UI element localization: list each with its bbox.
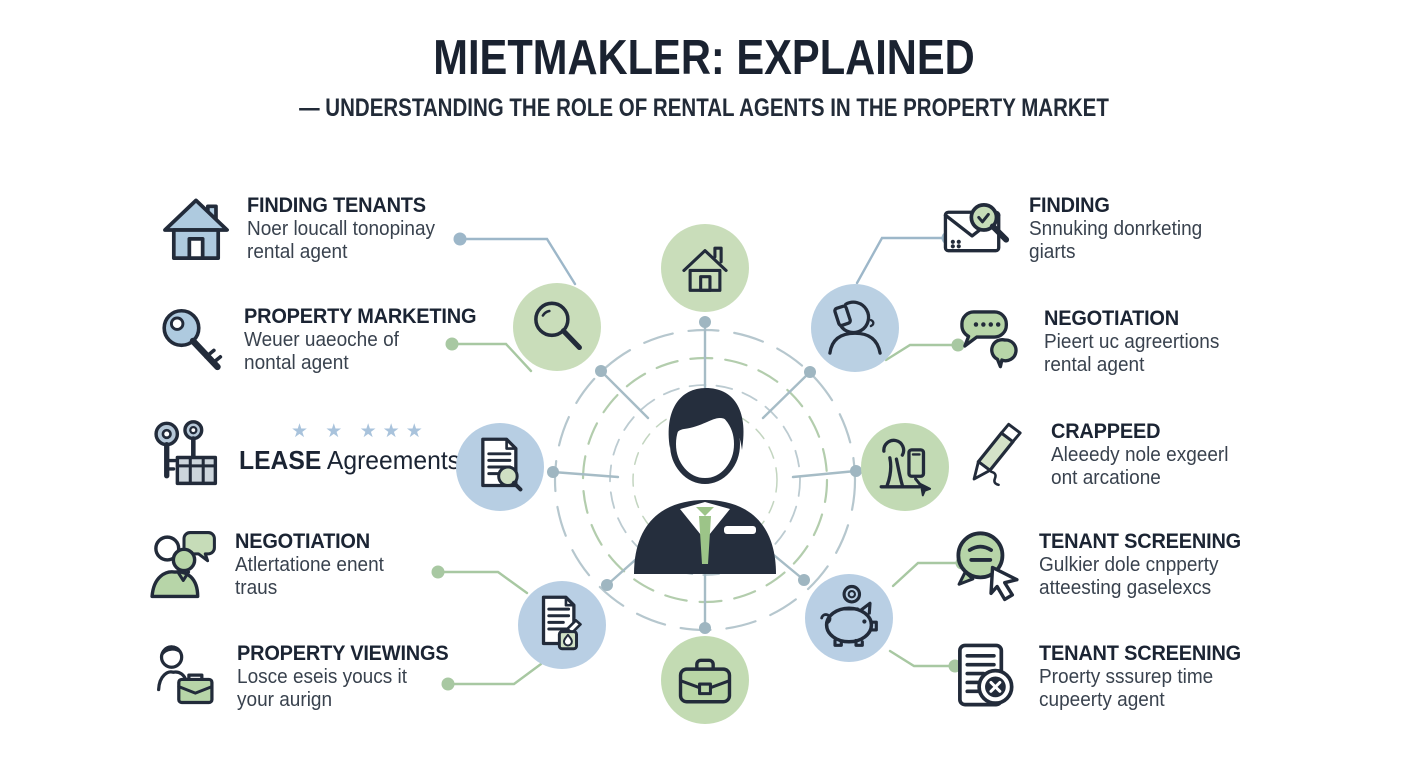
item-title: PROPERTY VIEWINGS xyxy=(237,642,449,665)
document-search-ring-icon xyxy=(456,423,544,511)
item-desc: Weuer uaeoche of xyxy=(244,329,399,351)
item-desc: ont arcatione xyxy=(1051,467,1161,489)
list-item-property-viewings: PROPERTY VIEWINGS Losce eseis youcs it y… xyxy=(148,640,460,716)
item-title: TENANT SCREENING xyxy=(1039,530,1242,553)
list-item-tenant-screening-1: TENANT SCREENING Gulkier dole cnpperty a… xyxy=(950,528,1252,604)
page-subtitle: — UNDERSTANDING THE ROLE OF RENTAL AGENT… xyxy=(299,94,1109,122)
item-desc: nontal agent xyxy=(244,352,349,374)
envelope-search-icon xyxy=(940,192,1016,268)
list-item-finding: FINDING Snnuking donrketing giarts xyxy=(940,192,1211,268)
chat-bubbles-icon xyxy=(955,305,1031,381)
pen-icon xyxy=(962,418,1038,494)
page-title: MIETMAKLER: EXPLAINED xyxy=(433,31,975,85)
item-title: LEASE Agreements xyxy=(239,445,461,475)
item-desc: rental agent xyxy=(247,241,348,263)
item-desc: Noer loucall tonopinay xyxy=(247,218,436,240)
agent-briefcase-icon xyxy=(148,640,224,716)
list-item-property-marketing: PROPERTY MARKETING Weuer uaeoche of nont… xyxy=(155,303,489,379)
item-desc: Pieert uc agreertions xyxy=(1044,331,1220,353)
item-title: NEGOTIATION xyxy=(1044,307,1179,330)
list-item-crappeed: CRAPPEED Aleeedy nole exgeerl ont arcati… xyxy=(962,418,1238,494)
item-title: FINDING xyxy=(1029,194,1110,217)
magnifier-ring-icon xyxy=(513,283,601,371)
item-title: NEGOTIATION xyxy=(235,530,370,553)
header: MIETMAKLER: EXPLAINED — UNDERSTANDING TH… xyxy=(0,30,1408,123)
chat-cursor-icon xyxy=(950,528,1026,604)
item-title: CRAPPEED xyxy=(1051,420,1161,443)
item-title: TENANT SCREENING xyxy=(1039,642,1242,665)
item-title: FINDING TENANTS xyxy=(247,194,426,217)
negotiation-people-icon xyxy=(146,528,222,604)
house-icon xyxy=(158,192,234,268)
item-desc: your aurign xyxy=(237,689,333,711)
document-stamp-ring-icon xyxy=(518,581,606,669)
support-call-ring-icon xyxy=(811,284,899,372)
item-desc: cupeerty agent xyxy=(1039,689,1165,711)
list-item-negotiation-right: NEGOTIATION Pieert uc agreertions rental… xyxy=(955,305,1229,381)
list-item-tenant-screening-2: TENANT SCREENING Proerty sssurep time cu… xyxy=(950,640,1252,716)
rental-agent-figure xyxy=(618,382,792,579)
key-icon xyxy=(155,303,231,379)
list-item-finding-tenants: FINDING TENANTS Noer loucall tonopinay r… xyxy=(158,192,445,268)
list-item-lease-agreements: ★ ★ ★★★ LEASE Agreements xyxy=(150,418,472,494)
item-desc: Gulkier dole cnpperty xyxy=(1039,554,1219,576)
list-item-negotiation: NEGOTIATION Atlertatione enent traus xyxy=(146,528,392,604)
item-desc: Snnuking donrketing xyxy=(1029,218,1203,240)
briefcase-ring-icon xyxy=(661,636,749,724)
item-title: PROPERTY MARKETING xyxy=(244,305,477,328)
item-desc: Atlertatione enent xyxy=(235,554,384,576)
item-desc: atteesting gaselexcs xyxy=(1039,577,1212,599)
document-seal-icon xyxy=(950,640,1026,716)
house-ring-icon xyxy=(661,224,749,312)
item-desc: Proerty sssurep time xyxy=(1039,666,1214,688)
item-desc: Losce eseis youcs it xyxy=(237,666,408,688)
item-desc: giarts xyxy=(1029,241,1076,263)
item-desc: Aleeedy nole exgeerl xyxy=(1051,444,1229,466)
tools-phone-ring-icon xyxy=(861,423,949,511)
rating-stars: ★ ★ ★★★ xyxy=(291,421,429,442)
piggy-bank-ring-icon xyxy=(805,574,893,662)
keys-box-icon xyxy=(150,418,226,494)
item-desc: rental agent xyxy=(1044,354,1145,376)
item-desc: traus xyxy=(235,577,278,599)
